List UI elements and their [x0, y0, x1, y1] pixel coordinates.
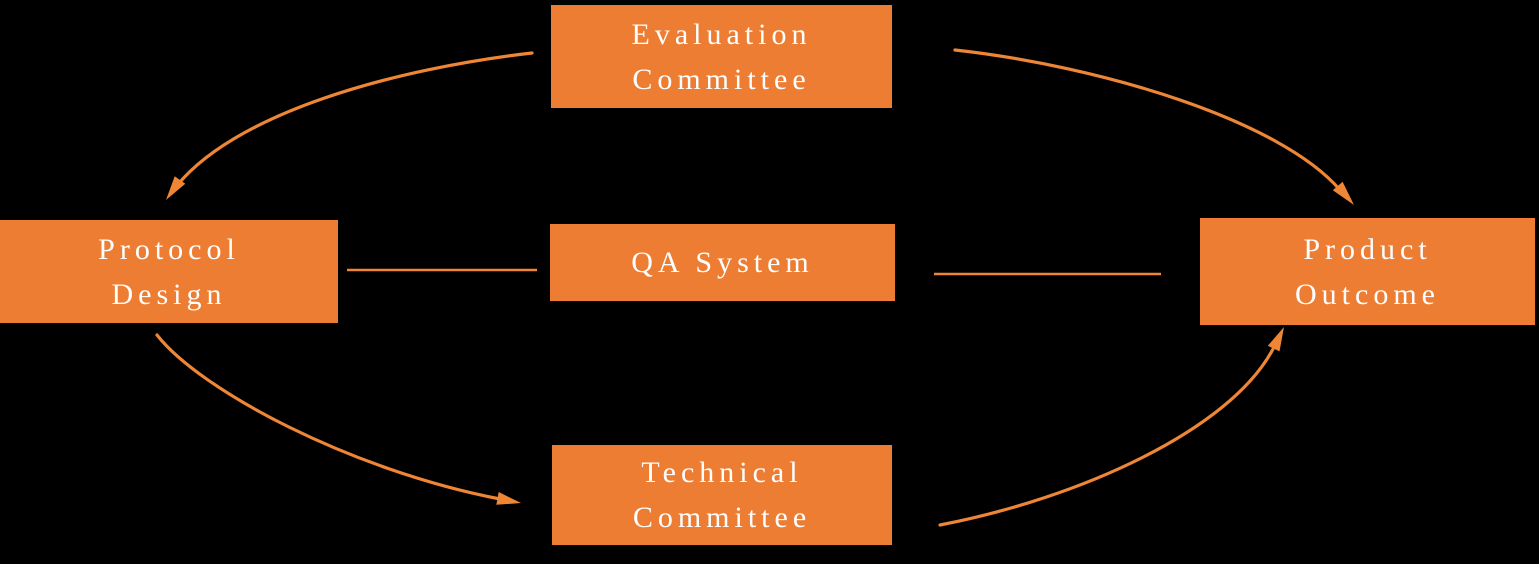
arrow-technical-to-product [938, 347, 1275, 527]
arrowhead-protocol-to-technical [496, 492, 521, 505]
node-label-line: Committee [632, 62, 811, 96]
node-protocol-design: Protocol Design [0, 220, 338, 323]
node-label-line: Technical [641, 456, 803, 489]
node-technical-committee: Technical Committee [552, 445, 892, 545]
node-label-line: Committee [632, 501, 812, 534]
node-label-line: QA System [631, 246, 814, 279]
node-label-line: Outcome [1295, 277, 1440, 311]
node-label-line: Design [111, 277, 227, 311]
node-evaluation-committee: Evaluation Committee [551, 5, 892, 108]
node-label-line: Evaluation [631, 17, 812, 51]
arrowhead-evaluation-to-product [1332, 181, 1354, 205]
arrow-evaluation-to-protocol [170, 51, 534, 194]
arrow-protocol-to-technical [155, 333, 502, 501]
arrowhead-technical-to-product [1267, 327, 1284, 352]
arrowhead-evaluation-to-protocol [166, 176, 186, 200]
node-qa-system: QA System [550, 224, 895, 301]
node-label-line: Product [1303, 232, 1432, 266]
node-product-outcome: Product Outcome [1200, 218, 1535, 325]
arrow-evaluation-to-product [953, 48, 1342, 192]
node-label-line: Protocol [98, 232, 240, 266]
